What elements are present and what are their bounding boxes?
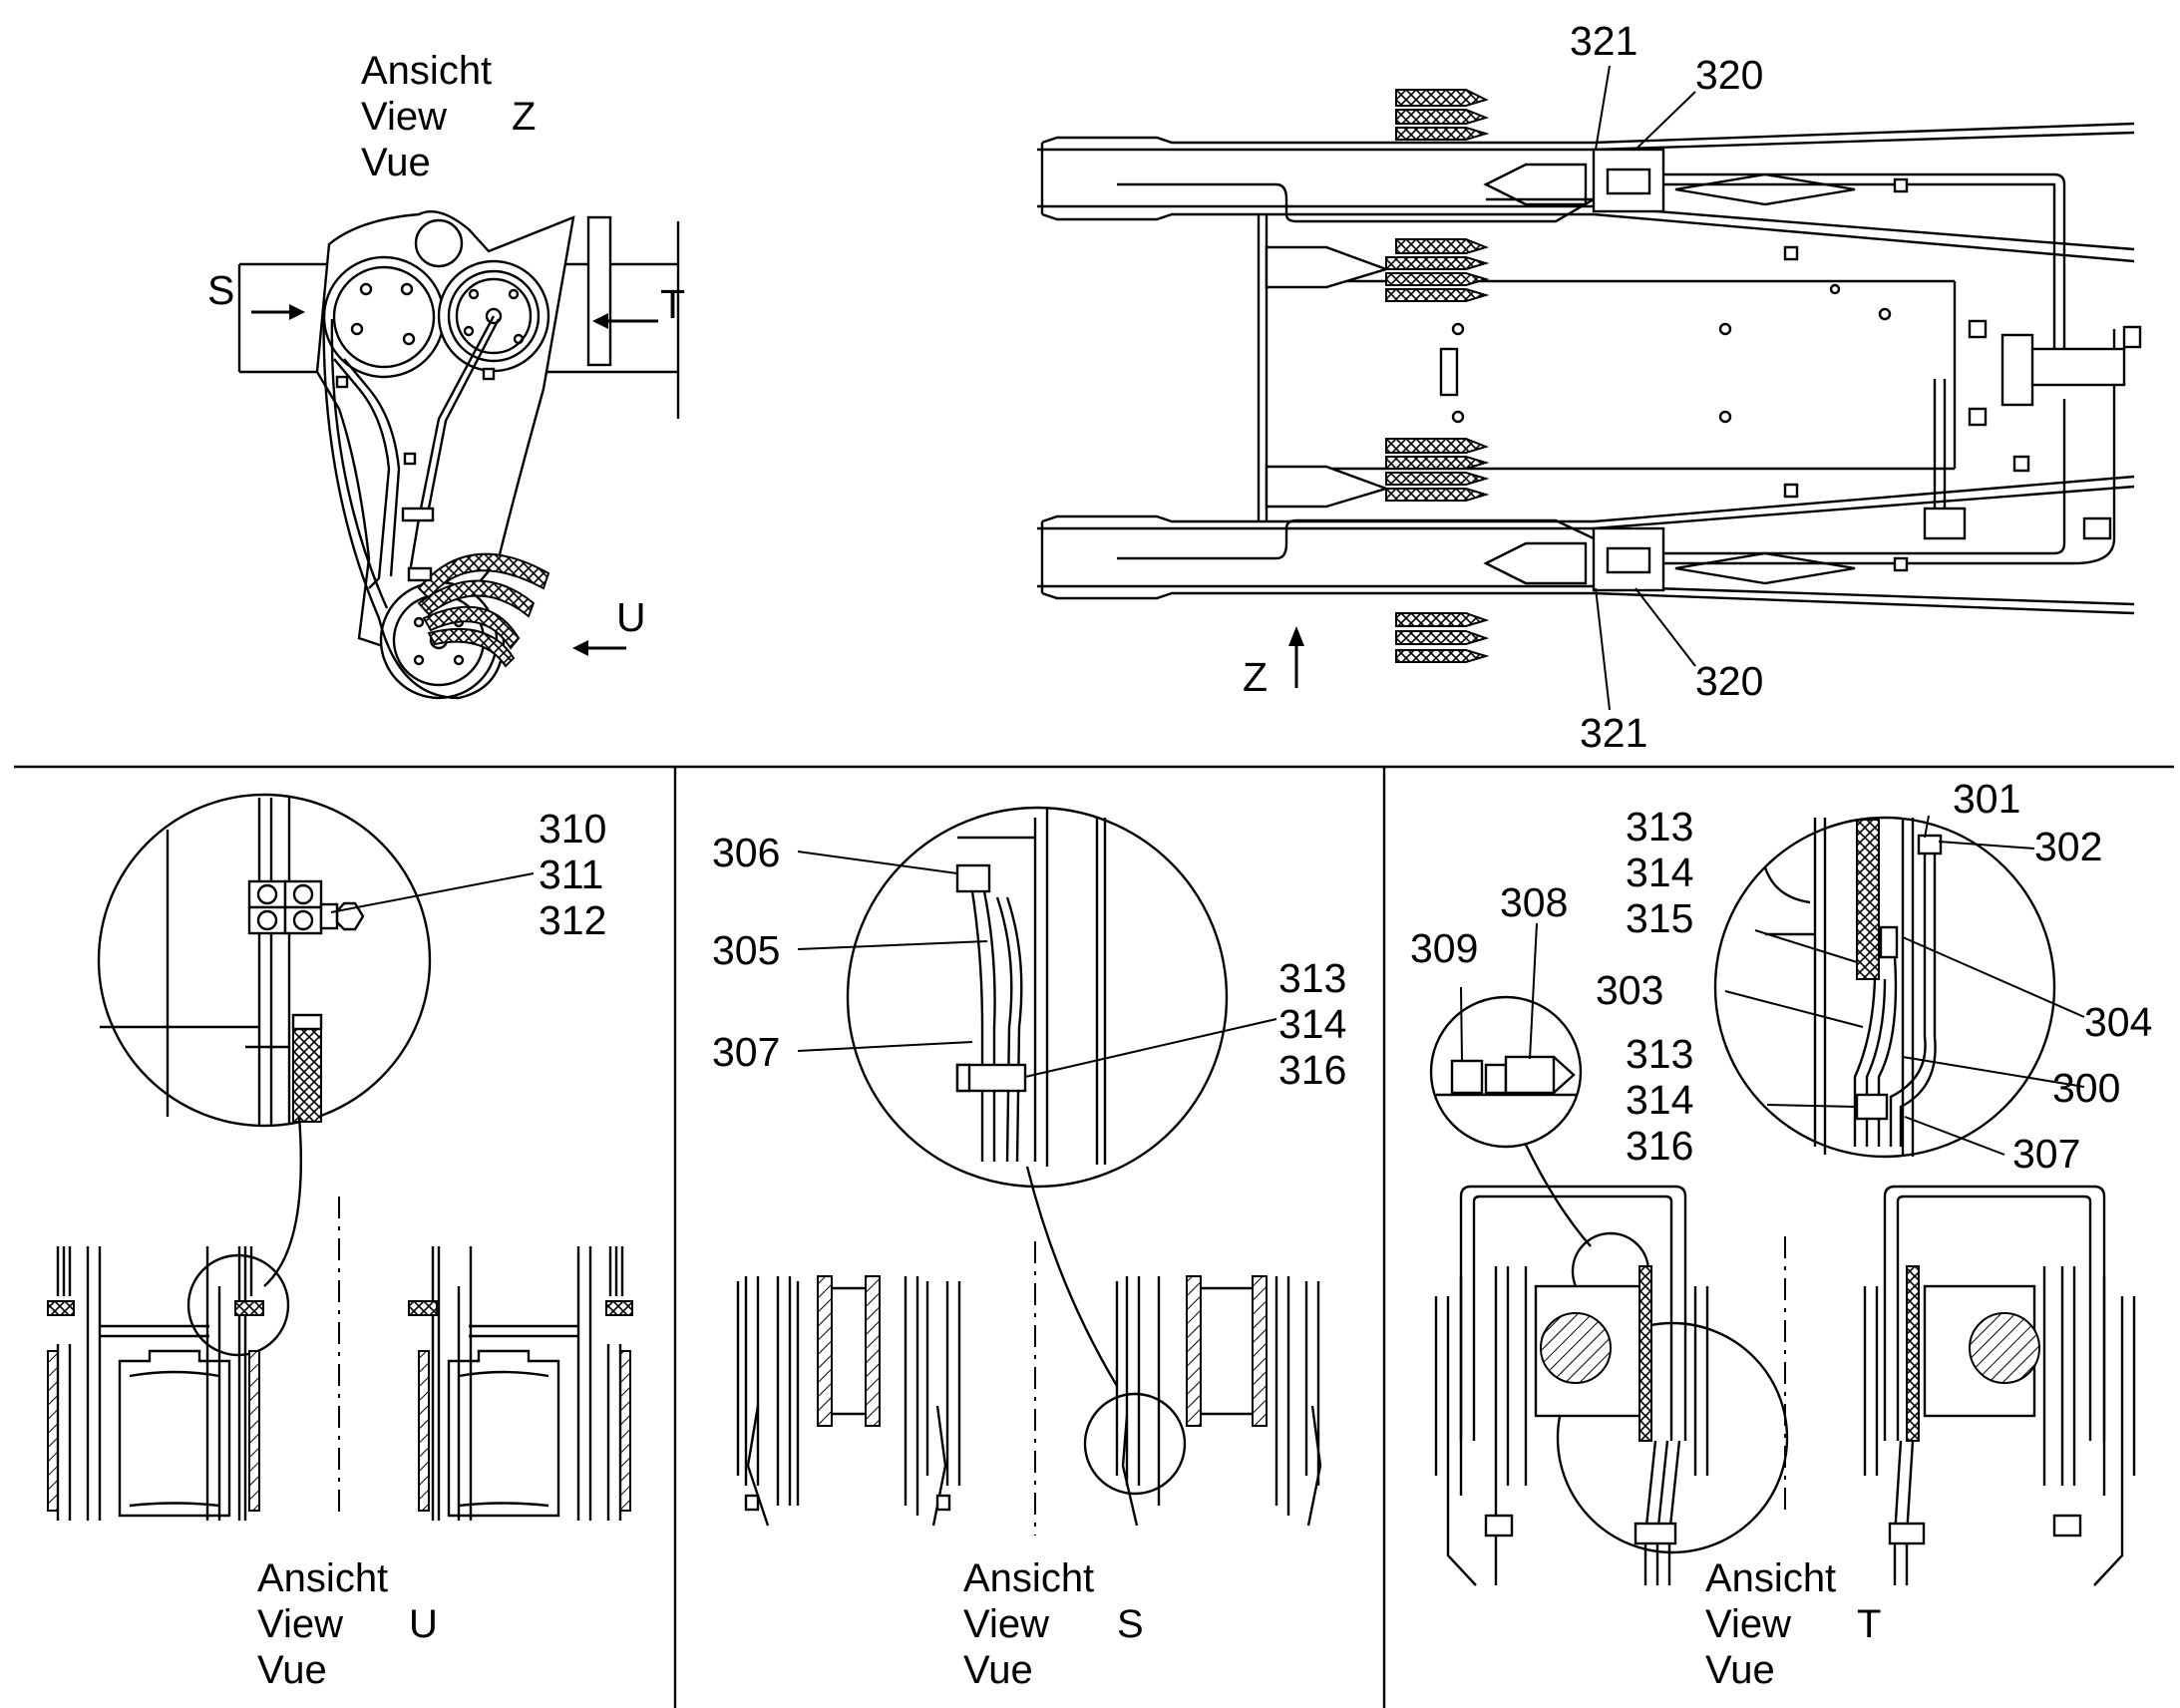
plan-view-drawing xyxy=(1037,89,2142,663)
view-u-vue: Vue xyxy=(257,1648,327,1692)
callout-314-t-upper: 314 xyxy=(1626,850,1694,895)
view-s-ansicht: Ansicht xyxy=(963,1556,1095,1600)
panel-dividers xyxy=(14,765,2174,1708)
view-z-vue: Vue xyxy=(361,141,431,184)
callout-312: 312 xyxy=(539,897,607,943)
view-s-vue: Vue xyxy=(963,1648,1033,1692)
callout-321-upper: 321 xyxy=(1570,18,1638,64)
view-u-ansicht: Ansicht xyxy=(257,1556,389,1600)
callout-302: 302 xyxy=(2034,824,2103,869)
arrow-label-z: Z xyxy=(1243,654,1269,700)
arrow-label-t: T xyxy=(660,281,686,327)
view-arrows-z-panel xyxy=(251,304,1304,688)
callout-316-t: 316 xyxy=(1626,1123,1694,1169)
callout-308: 308 xyxy=(1500,879,1569,925)
view-t-ansicht: Ansicht xyxy=(1705,1556,1837,1600)
view-z-view: View xyxy=(361,95,447,139)
view-z-ansicht: Ansicht xyxy=(361,49,493,93)
callout-300: 300 xyxy=(2052,1065,2121,1111)
callout-315: 315 xyxy=(1626,895,1694,941)
callout-311: 311 xyxy=(539,852,604,897)
view-u-view: View xyxy=(257,1602,343,1646)
callout-301: 301 xyxy=(1953,776,2021,822)
callout-314-t-lower: 314 xyxy=(1626,1077,1694,1123)
arrow-label-s: S xyxy=(207,267,235,313)
callout-305: 305 xyxy=(712,927,781,973)
view-t-view: View xyxy=(1705,1602,1791,1646)
callout-313-t-upper: 313 xyxy=(1626,804,1694,850)
view-z-bracket-drawing xyxy=(237,209,680,700)
callout-307-t: 307 xyxy=(2012,1131,2081,1177)
arrow-label-u: U xyxy=(616,594,646,640)
callout-313-s: 313 xyxy=(1278,955,1347,1001)
view-u-drawing xyxy=(47,793,633,1521)
callout-314-s: 314 xyxy=(1278,1001,1347,1047)
view-t-letter: T xyxy=(1857,1602,1882,1646)
view-z-letter: Z xyxy=(512,95,537,139)
view-s-view: View xyxy=(963,1602,1049,1646)
view-s-letter: S xyxy=(1117,1602,1144,1646)
callout-313-t-lower: 313 xyxy=(1626,1031,1694,1077)
callout-316-s: 316 xyxy=(1278,1047,1347,1093)
callout-307-s: 307 xyxy=(712,1029,781,1075)
view-t-vue: Vue xyxy=(1705,1648,1775,1692)
view-s-drawing xyxy=(736,806,1322,1536)
callout-306: 306 xyxy=(712,830,781,875)
callout-320-upper: 320 xyxy=(1695,52,1764,98)
callout-320-lower: 320 xyxy=(1695,658,1764,704)
callout-310: 310 xyxy=(539,806,607,852)
view-t-drawing xyxy=(1429,815,2136,1586)
callout-303: 303 xyxy=(1596,967,1664,1013)
callout-321-lower: 321 xyxy=(1580,710,1648,756)
callout-304: 304 xyxy=(2084,999,2153,1045)
plan-view-leaders xyxy=(1595,65,1696,711)
callout-309: 309 xyxy=(1410,925,1479,971)
view-u-letter: U xyxy=(409,1602,438,1646)
